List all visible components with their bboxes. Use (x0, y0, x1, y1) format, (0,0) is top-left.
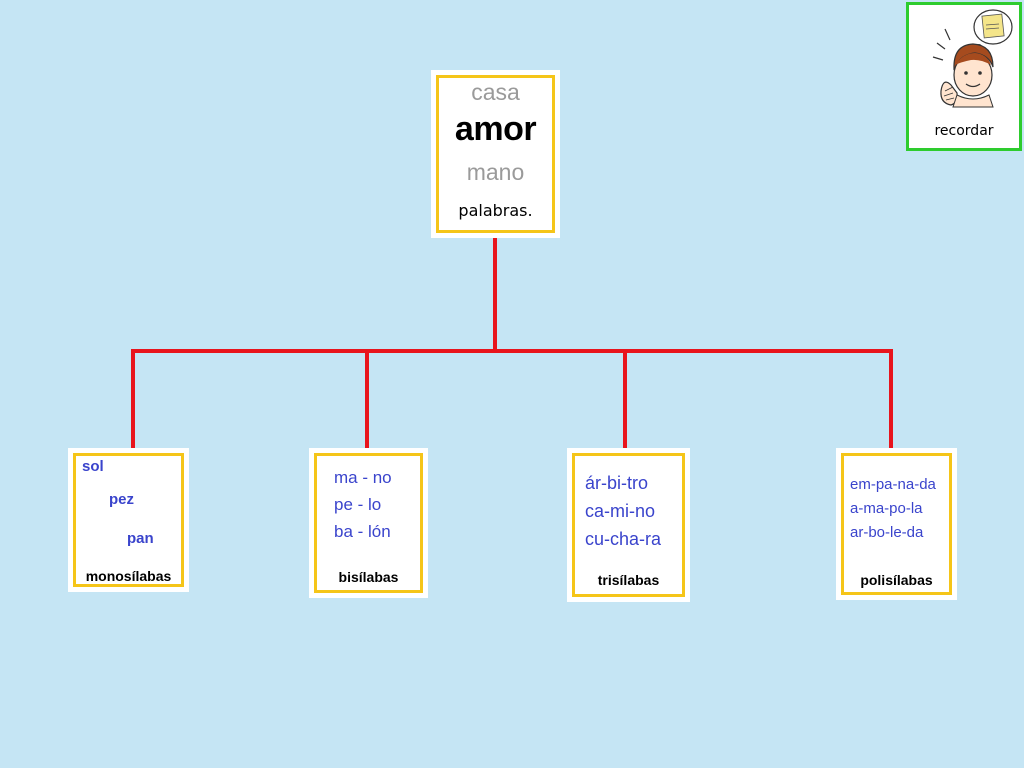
example-word: em-pa-na-da (850, 476, 936, 493)
root-label: palabras. (458, 201, 533, 220)
card-frame (572, 453, 685, 597)
connector-horizontal (131, 349, 893, 353)
example-word: a-ma-po-la (850, 500, 923, 517)
card-frame (73, 453, 184, 587)
connector-root-stem (493, 238, 497, 352)
category-label: trisílabas (597, 572, 660, 588)
category-label: monosílabas (85, 568, 172, 584)
example-word: ar-bo-le-da (850, 524, 924, 541)
root-word-amor: amor (454, 110, 537, 148)
category-card-bisilabas[interactable]: ma - no pe - lo ba - lón bisílabas (309, 448, 428, 598)
category-card-trisilabas[interactable]: ár-bi-tro ca-mi-no cu-cha-ra trisílabas (567, 448, 690, 602)
example-word: ma - no (334, 468, 392, 487)
card-frame (841, 453, 952, 595)
example-word: ca-mi-no (585, 501, 656, 521)
connector-stem-bisilabas (365, 349, 369, 450)
root-word-mano: mano (466, 159, 525, 185)
connector-stem-polisilabas (889, 349, 893, 450)
category-label: bisílabas (338, 569, 399, 585)
connector-stem-monosilabas (131, 349, 135, 450)
recordar-label: recordar (934, 123, 994, 139)
category-card-monosilabas[interactable]: sol pez pan monosílabas (68, 448, 189, 592)
card-frame (436, 75, 555, 233)
category-label: polisílabas (860, 572, 933, 588)
root-card-palabras[interactable]: casa amor mano palabras. (431, 70, 560, 238)
recordar-card[interactable]: recordar (906, 2, 1022, 151)
example-word: sol (82, 458, 104, 475)
root-word-casa: casa (471, 79, 520, 105)
connector-stem-trisilabas (623, 349, 627, 450)
example-word: pan (127, 530, 154, 547)
example-word: pez (109, 491, 135, 508)
example-word: ba - lón (334, 522, 391, 541)
example-word: pe - lo (334, 495, 382, 514)
card-frame (314, 453, 423, 593)
thinking-person-icon (932, 9, 1013, 108)
example-word: ár-bi-tro (585, 473, 649, 493)
example-word: cu-cha-ra (585, 529, 662, 549)
category-card-polisilabas[interactable]: em-pa-na-da a-ma-po-la ar-bo-le-da polis… (836, 448, 957, 600)
